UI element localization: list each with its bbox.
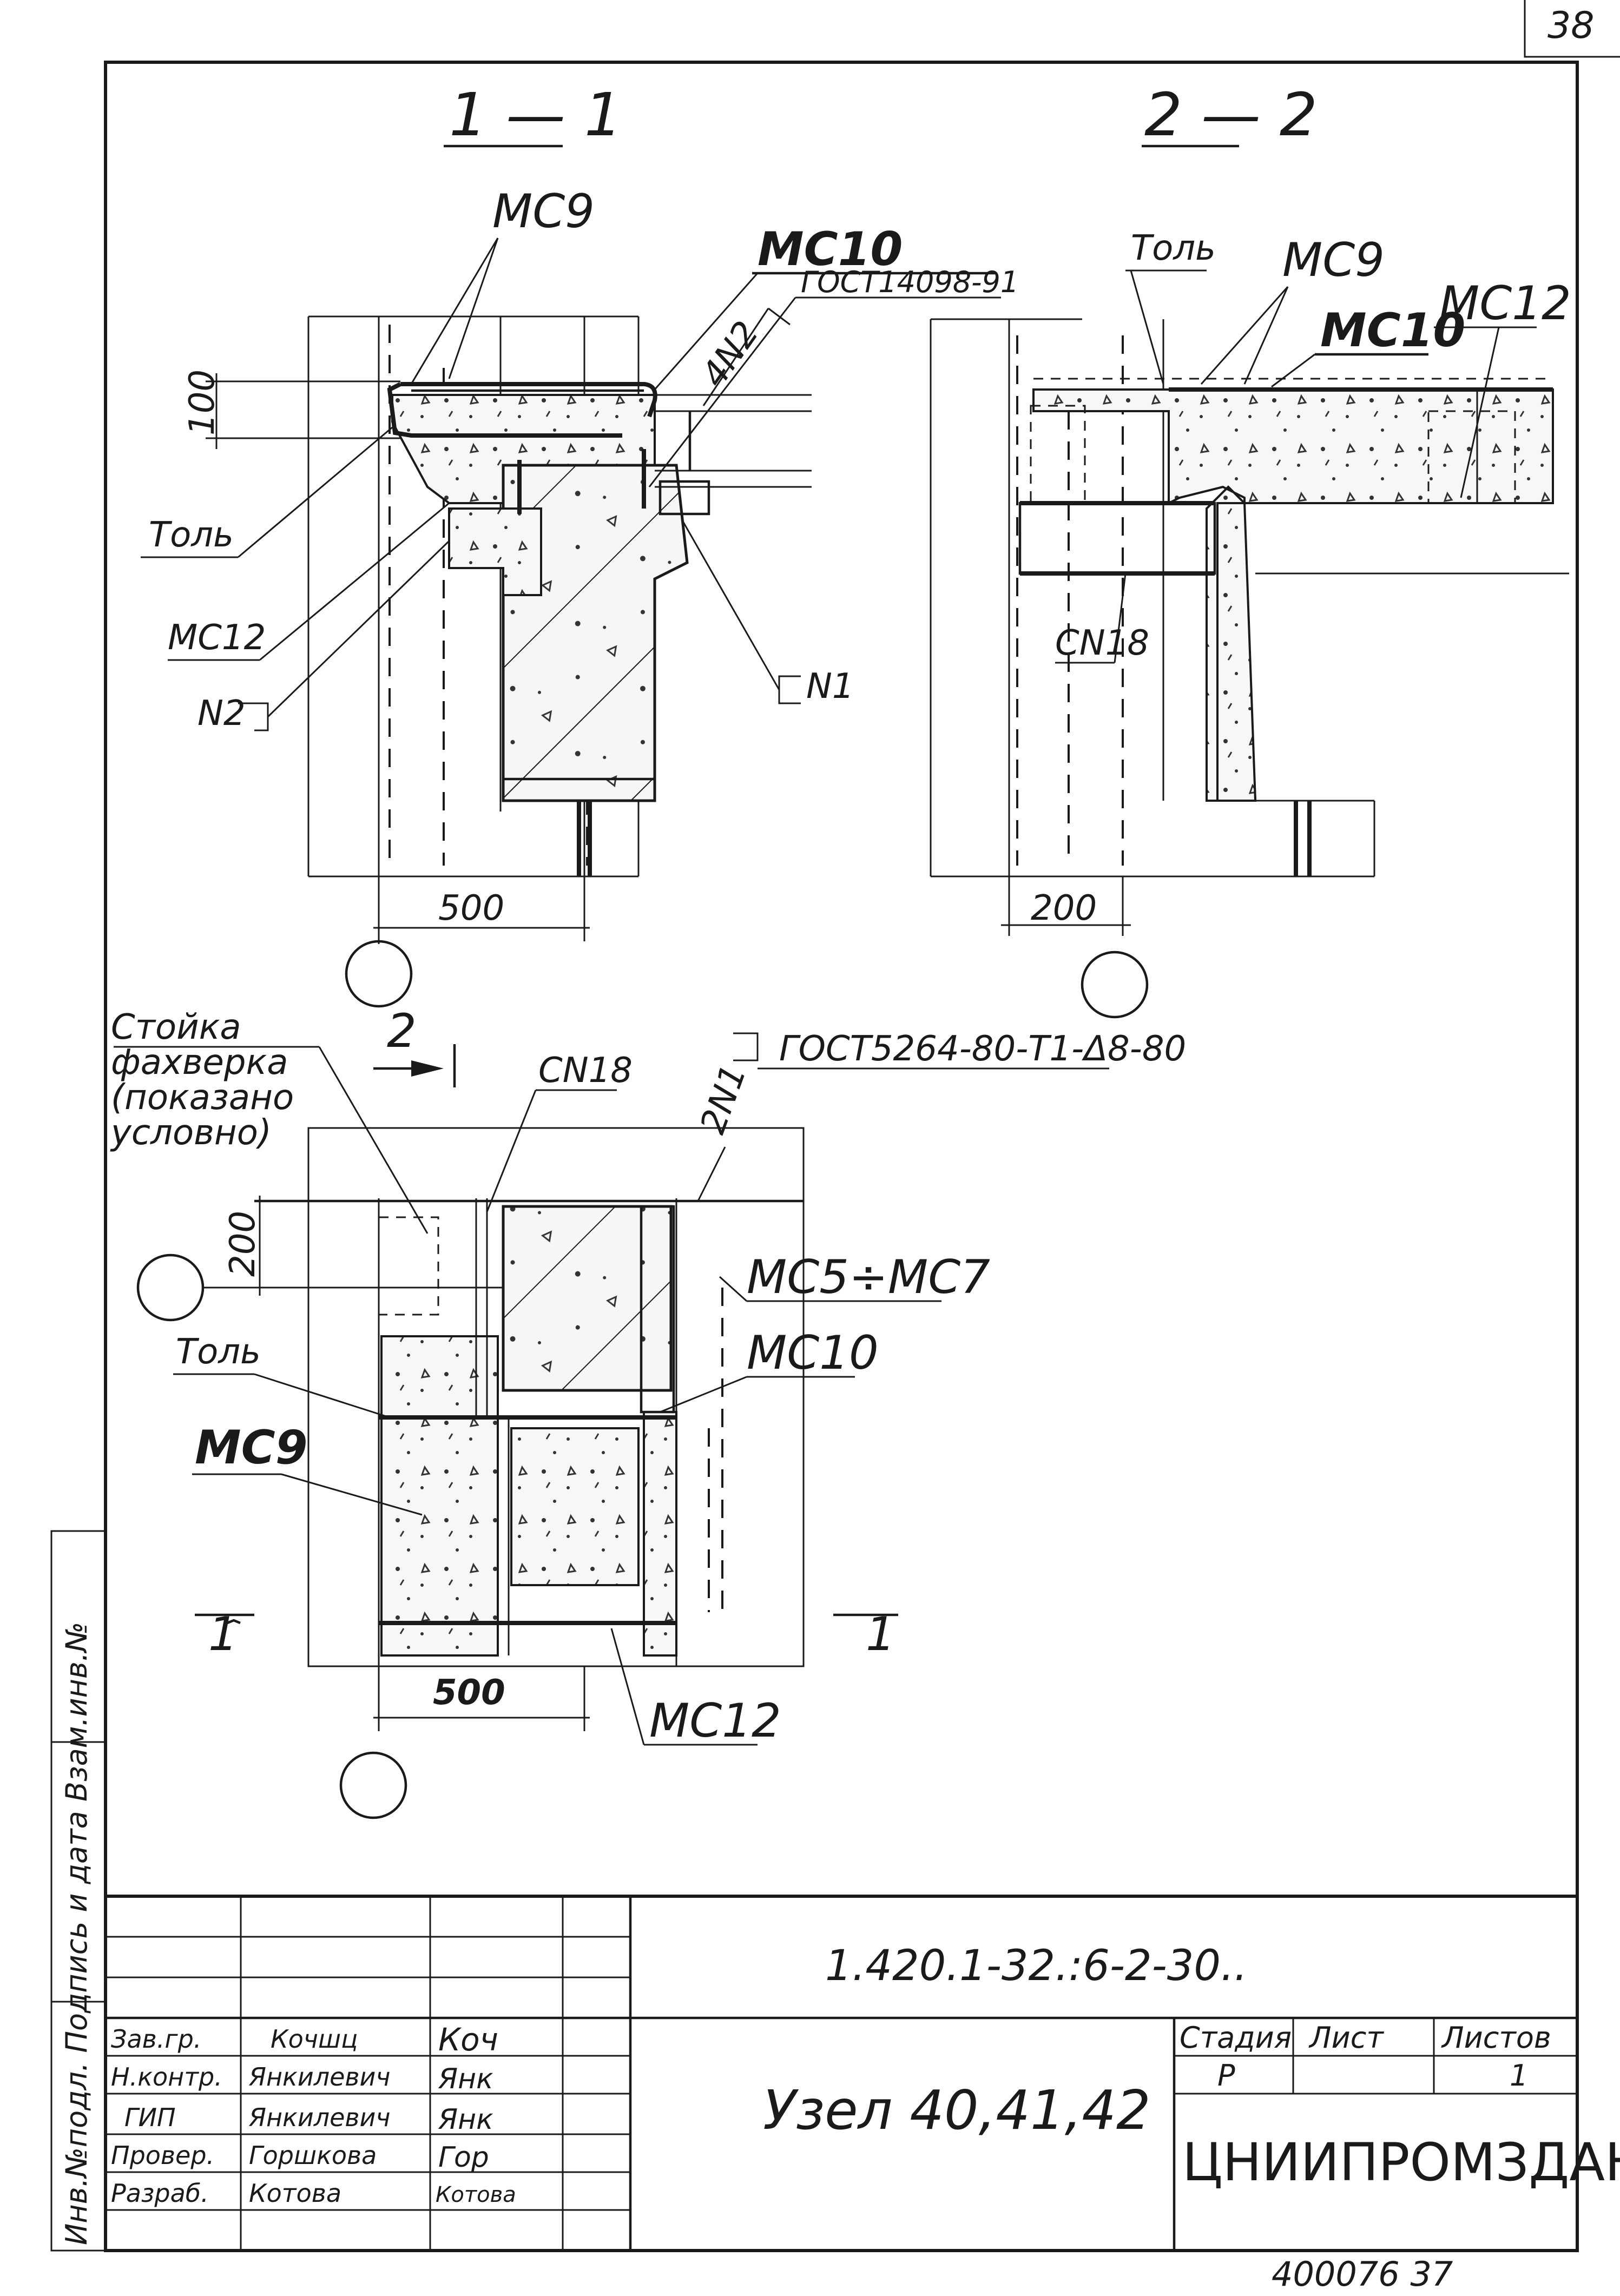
section-2-label-cn18: СN18 [1055,623,1149,663]
plan-label-mc10: МС10 [747,1326,879,1380]
role-label: Зав.гр. [111,2024,201,2054]
person-name: Янкилевич [248,2103,391,2132]
signature: Янк [438,2063,493,2095]
plan-label-gost: ГОСТ5264-80-Т1-Δ8-80 [779,1029,1186,1069]
side-stamp-text: Инв.№подл. Подпись и дата Взам.инв.№ [60,1622,94,2245]
title-block-stage-header: Стадия [1180,2021,1292,2055]
section-1-label-tol: Толь [149,515,234,555]
section-1-label-gost: ГОСТ14098-91 [801,265,1019,299]
sheet-corner-number: 38 [1547,4,1595,47]
section-1-1: 1 — 1 [141,80,1019,1008]
section-2-label-mc10: МС10 [1320,304,1465,358]
title-block-sheets-value: 1 [1510,2059,1528,2093]
title-block-organization: ЦНИИПРОМЗДАНИЙ [1182,2132,1620,2193]
plan-section-1-right: 1 [866,1607,895,1661]
role-label: Провер. [111,2141,214,2170]
title-block: 1.420.1-32.:6-2-30.. Узел 40,41,42 Стади… [104,1895,1620,2252]
section-1-label-mc12: МС12 [168,618,266,658]
person-name: Янкилевич [248,2062,391,2092]
role-label: Разраб. [111,2179,209,2208]
role-label: Н.контр. [111,2062,222,2092]
signature: Коч [438,2021,498,2058]
plan-label-2n1: 2N1 [693,1060,754,1139]
signature: Котова [436,2182,516,2207]
plan-label-stoika: Стойка [111,1007,241,1047]
plan-view: Стойка фахверка (показано условно) 2 [110,1004,1186,1819]
plan-label-cn18: СN18 [538,1051,633,1091]
plan-dim-500: 500 [433,1673,505,1713]
title-block-role-row: Провер. Горшкова Гор [111,2141,489,2174]
plan-axis-marker-bottom [339,1751,407,1819]
plan-section-1-left: 1 [208,1607,238,1661]
section-2-axis-marker [1081,951,1149,1019]
title-block-sheet-header: Лист [1308,2021,1384,2055]
title-block-stage-value: Р [1217,2059,1235,2093]
signature: Гор [438,2141,489,2174]
signature: Янк [438,2103,493,2136]
plan-label-fahverka: фахверка [111,1043,288,1083]
title-block-role-row: Н.контр. Янкилевич Янк [111,2062,493,2095]
title-block-role-row: ГИП Янкилевич Янк [124,2103,493,2136]
plan-section-2-mark: 2 [387,1004,417,1058]
side-stamp: Инв.№подл. Подпись и дата Взам.инв.№ [50,1530,107,2252]
section-1-label-mc10: МС10 [758,222,903,276]
title-block-drawing-title: Узел 40,41,42 [763,2079,1151,2142]
section-1-title: 1 — 1 [449,80,622,149]
bottom-archive-number: 400076 37 [1272,2254,1453,2294]
title-block-role-row: Разраб. Котова Котова [111,2179,516,2208]
section-2-label-mc9: МС9 [1282,233,1385,287]
section-1-label-n2: N2 [197,694,246,734]
section-2-label-tol: Толь [1131,228,1216,268]
plan-label-tol: Толь [176,1332,261,1372]
person-name: Горшкова [249,2141,377,2170]
person-name: Кочшц [271,2024,358,2054]
section-1-label-mc9: МС9 [492,184,595,239]
plan-dim-200: 200 [223,1211,263,1277]
title-block-role-row: Зав.гр. Кочшц Коч [111,2021,498,2058]
section-1-dim-500: 500 [438,888,504,928]
plan-label-mc5-mc7: МС5÷МС7 [747,1250,990,1304]
role-label: ГИП [124,2103,176,2132]
section-1-label-n1: N1 [806,667,854,707]
plan-label-mc9: МС9 [195,1421,308,1475]
title-block-document-code: 1.420.1-32.:6-2-30.. [825,1942,1248,1990]
plan-label-uslovno: условно) [110,1113,272,1153]
plan-label-mc12: МС12 [649,1694,781,1748]
section-1-axis-marker [345,940,413,1008]
person-name: Котова [249,2179,341,2208]
section-2-title: 2 — 2 [1144,80,1318,149]
section-2-dim-200: 200 [1031,888,1097,928]
plan-label-pokazano: (показано [111,1078,294,1118]
section-2-label-mc12: МС12 [1439,276,1571,331]
title-block-sheets-header: Листов [1441,2021,1551,2055]
section-2-2: 2 — 2 Толь МС9 МС10 [930,80,1571,1019]
plan-axis-marker-left [136,1253,205,1322]
corner-number-box [1524,0,1620,58]
section-1-dim-100: 100 [182,370,222,436]
